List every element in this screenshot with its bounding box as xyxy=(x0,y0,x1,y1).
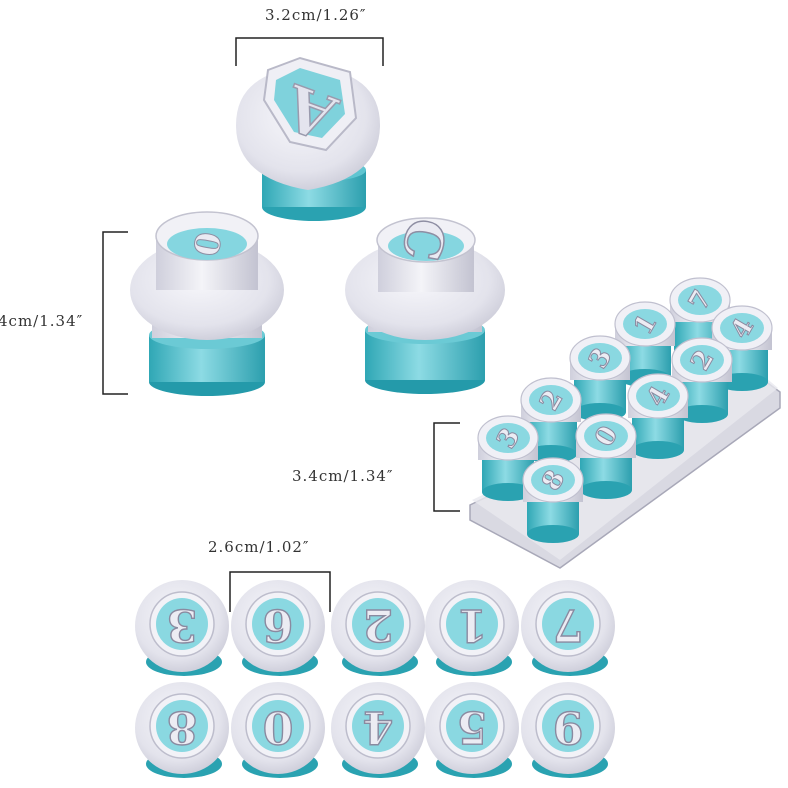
row2-cutter-1-glyph: 8 xyxy=(167,701,198,752)
tray-cutter-8: 4 xyxy=(627,373,689,459)
tray-cutter-1: 3 xyxy=(477,415,539,501)
row2-cutter-1: 8 xyxy=(135,682,229,778)
left-height-label: 4cm/1.34″ xyxy=(0,312,84,330)
row1-cutter-5: 7 xyxy=(521,580,615,676)
top-width-label: 3.2cm/1.26″ xyxy=(265,6,367,24)
row1-cutter-2: 6 xyxy=(231,580,325,676)
row1-cutter-3-glyph: 2 xyxy=(363,599,394,650)
left-height-bracket xyxy=(102,231,128,395)
tray-height-bracket xyxy=(433,422,460,512)
row2-cutter-2: 0 xyxy=(231,682,325,778)
cutter-right: C xyxy=(345,213,505,394)
row2-cutter-3: 4 xyxy=(331,682,425,778)
row2-cutter-4-glyph: 5 xyxy=(457,701,488,752)
cutter-row-2: 8 0 4 5 9 xyxy=(135,682,615,778)
row2-cutter-4: 5 xyxy=(425,682,519,778)
row2-cutter-2-glyph: 0 xyxy=(263,701,294,752)
row2-cutter-5-glyph: 9 xyxy=(553,701,584,752)
tray-cutter-6: 8 xyxy=(522,457,584,543)
cutter-left: 0 xyxy=(130,211,284,396)
row2-cutter-3-glyph: 4 xyxy=(363,701,394,752)
cutter-row-1: 3 6 2 1 7 xyxy=(135,580,615,676)
row-width-label: 2.6cm/1.02″ xyxy=(208,538,310,556)
row1-cutter-5-glyph: 7 xyxy=(553,599,584,650)
row1-cutter-4: 1 xyxy=(425,580,519,676)
tray-cutter-7: 0 xyxy=(575,413,637,499)
tray-cutter-3: 3 xyxy=(569,335,631,421)
row1-cutter-4-glyph: 1 xyxy=(457,599,488,650)
tray-cutter-10: 4 xyxy=(711,305,773,391)
row1-cutter-3: 2 xyxy=(331,580,425,676)
row1-cutter-1-glyph: 3 xyxy=(167,599,198,650)
row2-cutter-5: 9 xyxy=(521,682,615,778)
tray-height-label: 3.4cm/1.34″ xyxy=(292,467,394,485)
row1-cutter-2-glyph: 6 xyxy=(263,599,294,650)
cutter-top: A xyxy=(236,56,380,221)
row1-cutter-1: 3 xyxy=(135,580,229,676)
row-width-bracket xyxy=(229,571,331,612)
top-width-bracket xyxy=(235,37,384,66)
